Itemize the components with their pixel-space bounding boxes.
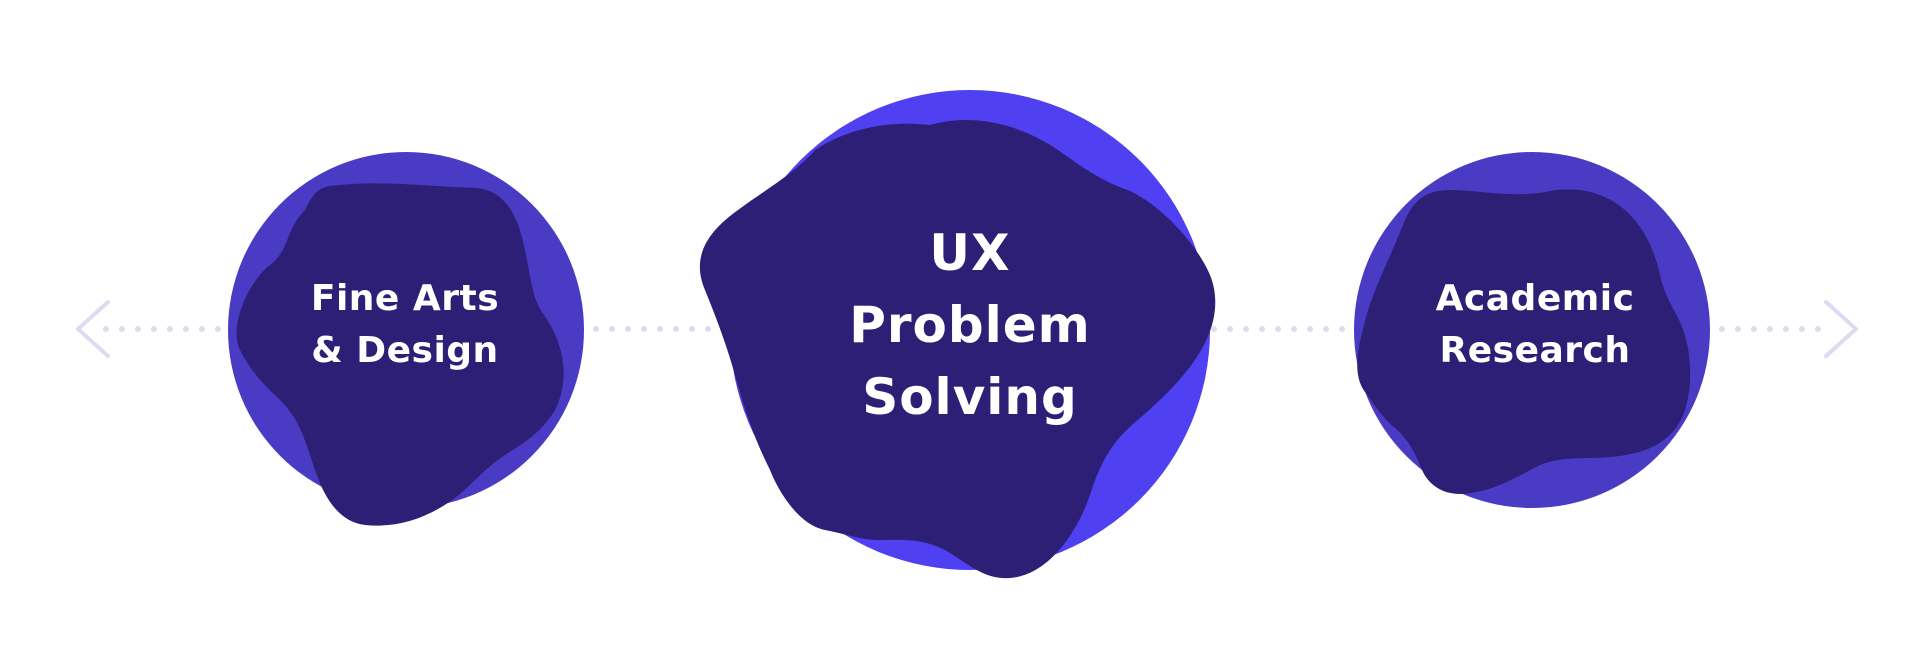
chevron-left-icon — [76, 300, 110, 358]
node-ux-problem-solving — [699, 90, 1216, 579]
node-fine-arts-blob — [236, 183, 564, 526]
chevron-right-icon — [1824, 300, 1858, 358]
node-academic-research — [1354, 152, 1710, 508]
node-academic-blob — [1357, 189, 1691, 494]
node-fine-arts — [228, 152, 584, 526]
node-ux-blob — [699, 119, 1216, 579]
